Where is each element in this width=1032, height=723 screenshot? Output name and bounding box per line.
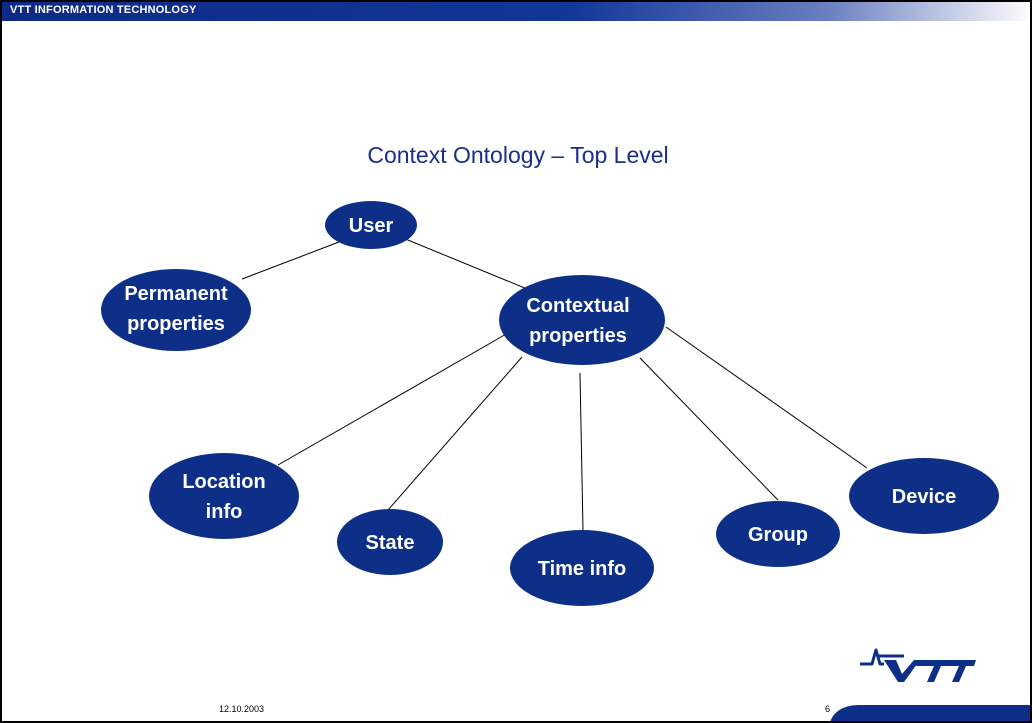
node-time-label: Time info xyxy=(538,558,627,580)
node-permanent-label-line1: Permanent xyxy=(124,283,228,305)
footer-date: 12.10.2003 xyxy=(219,704,265,714)
edge-contextual-state xyxy=(387,356,523,511)
node-contextual-label-line2: properties xyxy=(529,325,627,347)
edge-user-contextual xyxy=(402,237,533,292)
node-user-label: User xyxy=(349,215,394,237)
node-contextual-properties: Contextual properties xyxy=(499,275,665,365)
node-permanent-properties: Permanent properties xyxy=(101,269,251,351)
edge-contextual-device xyxy=(665,326,868,469)
edge-contextual-location xyxy=(277,332,509,466)
node-group: Group xyxy=(716,501,840,567)
node-user: User xyxy=(325,201,417,249)
corner-decoration xyxy=(830,705,1030,721)
header-title: VTT INFORMATION TECHNOLOGY xyxy=(10,4,197,16)
edge-user-permanent xyxy=(241,241,340,280)
node-state-label: State xyxy=(366,532,415,554)
node-device-label: Device xyxy=(892,486,957,508)
node-contextual-label-line1: Contextual xyxy=(526,295,629,317)
footer-page-number: 6 xyxy=(825,704,831,714)
node-location-label-line2: info xyxy=(206,501,243,523)
node-time-info: Time info xyxy=(510,530,654,606)
edge-contextual-group xyxy=(639,357,779,501)
node-location-label-line1: Location xyxy=(182,471,265,493)
node-location-info: Location info xyxy=(149,453,299,539)
node-group-label: Group xyxy=(748,524,808,546)
node-permanent-label-line2: properties xyxy=(127,313,225,335)
header-bar: VTT INFORMATION TECHNOLOGY xyxy=(2,2,1030,21)
edge-contextual-time xyxy=(579,372,584,531)
vtt-logo-icon xyxy=(860,648,976,682)
slide-title: Context Ontology – Top Level xyxy=(367,142,669,168)
node-device: Device xyxy=(849,458,999,534)
node-state: State xyxy=(337,509,443,575)
